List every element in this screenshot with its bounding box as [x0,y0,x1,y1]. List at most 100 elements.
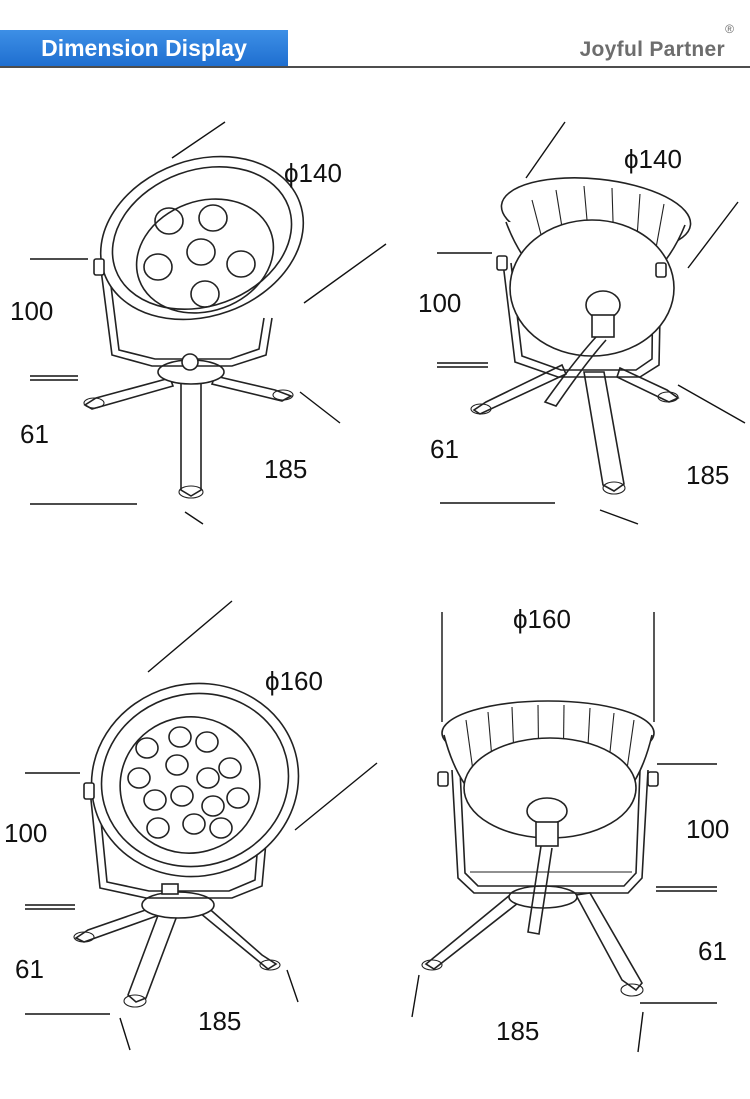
led [127,767,151,789]
led [165,754,189,776]
dim-line [525,121,566,179]
bracket-inner [97,789,259,892]
dimension-width: 185 [496,1016,539,1046]
knob [83,782,95,800]
fin [655,203,665,249]
knob [655,262,667,278]
tripod-leg [198,903,278,970]
dim-line [411,974,420,1018]
knob [647,771,659,787]
foot [470,403,492,415]
section-title: Dimension Display [0,30,288,66]
led [195,731,219,753]
lamp-rim [111,165,293,311]
lamp-rim [100,692,290,868]
header: Dimension Display Joyful Partner ® [0,0,750,70]
dimension-base: 61 [15,954,44,984]
cable-gland-nut [535,821,559,847]
dim-line [184,511,204,525]
foot [123,994,147,1008]
bolt [161,883,179,895]
tripod-leg [583,371,625,492]
led [190,280,220,308]
cable [527,845,553,935]
dim-line [294,762,378,831]
led [209,817,233,839]
led [143,789,167,811]
dim-line [286,969,299,1003]
dimension-diameter: ϕ140 [624,144,682,174]
led [182,813,206,835]
foot [620,983,644,997]
view-small-back: ϕ140 100 61 185 [418,121,746,525]
foot [272,389,294,401]
tripod-leg [210,375,293,402]
foot [602,481,626,495]
led [154,207,184,235]
dimension-width: 185 [198,1006,241,1036]
dimension-diameter: ϕ160 [265,666,323,696]
tripod-leg [424,893,520,970]
dim-line [303,243,387,304]
dimension-diameter: ϕ140 [284,158,342,188]
foot [73,931,95,943]
dim-line [299,391,341,424]
tripod-leg [574,892,643,992]
tripod-leg [180,379,202,497]
bracket [502,262,662,378]
dim-line [171,121,226,159]
dimension-width: 185 [264,454,307,484]
dimension-base: 61 [20,419,49,449]
led [198,204,228,232]
dim-line [599,509,639,525]
lamp-body [90,682,300,878]
dimension-diameter: ϕ160 [513,604,571,634]
dim-line [687,201,739,269]
cable-gland [526,797,568,825]
bracket [89,789,267,899]
cable-gland-nut [591,314,615,338]
led [186,238,216,266]
view-large-back: ϕ160 100 61 185 [411,604,729,1053]
lens [119,716,261,854]
knob [496,255,508,271]
dim-line [637,1011,644,1053]
led [218,757,242,779]
led [226,250,256,278]
dimension-height: 100 [10,296,53,326]
dimension-base: 61 [430,434,459,464]
foot [657,391,679,403]
tripod-leg [83,377,175,410]
dim-line [677,384,746,424]
dim-line [147,600,233,673]
foot [83,397,105,409]
led [226,787,250,809]
bracket-inner [510,262,654,371]
led [135,737,159,759]
knob [437,771,449,787]
bolt [181,353,199,371]
dim-line [119,1017,131,1051]
dimension-width: 185 [686,460,729,490]
led [143,253,173,281]
dimension-base: 61 [698,936,727,966]
foot [421,959,443,971]
header-rule [0,66,750,68]
led [146,817,170,839]
brand-name: Joyful Partner [579,38,725,61]
dimension-height: 100 [686,814,729,844]
led [196,767,220,789]
lens [135,198,275,314]
view-large-front: ϕ160 100 61 185 [4,600,378,1051]
bracket-inner [459,769,641,887]
registered-mark: ® [725,22,734,36]
dimension-height: 100 [4,818,47,848]
foot [178,485,204,499]
led [168,726,192,748]
hub [141,891,215,919]
cable [543,336,607,407]
bracket [451,769,649,894]
view-small-front: ϕ140 100 61 185 [10,121,387,525]
tripod-leg [472,363,568,415]
